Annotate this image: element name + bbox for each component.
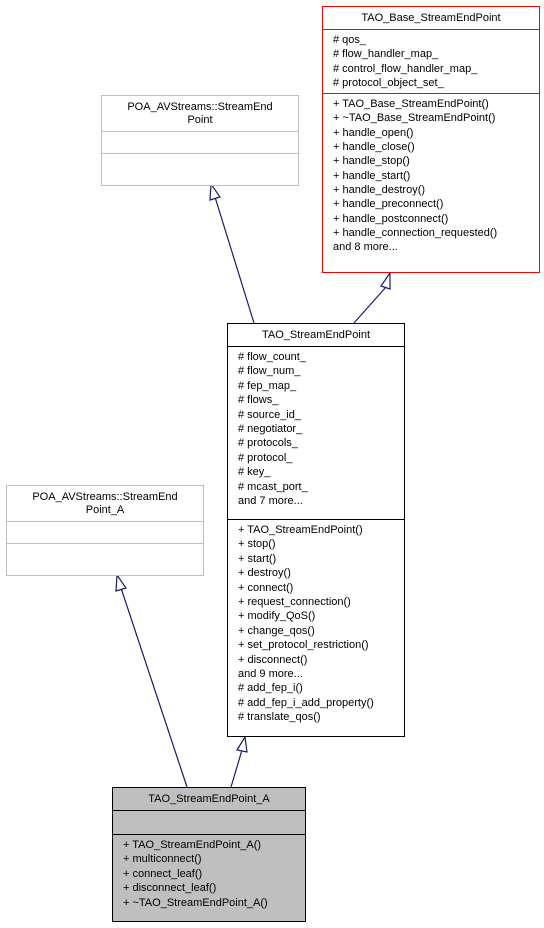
method: + handle_stop() [333, 155, 410, 168]
method: # add_fep_i_add_property() [238, 696, 374, 709]
attributes-section [113, 810, 305, 834]
method: + stop() [238, 538, 276, 551]
attributes-section [7, 521, 203, 543]
class-title: POA_AVStreams::StreamEnd Point_A [32, 491, 178, 516]
attribute: # protocol_ [238, 451, 293, 464]
method: + start() [238, 552, 277, 565]
methods-section [102, 153, 298, 175]
arrowhead-tao-base [380, 271, 391, 290]
method: + modify_QoS() [238, 610, 316, 623]
class-title: TAO_StreamEndPoint [261, 329, 370, 341]
class-node-poa-streamendpoint-a[interactable]: POA_AVStreams::StreamEnd Point_A [6, 485, 204, 576]
attribute: # flows_ [238, 394, 279, 407]
method: + handle_destroy() [333, 183, 426, 196]
method: + connect() [238, 581, 294, 594]
attribute: # key_ [238, 466, 271, 479]
more-methods-note: and 8 more... [333, 241, 398, 254]
attribute: # flow_num_ [238, 365, 301, 378]
methods-section: + TAO_StreamEndPoint() + stop() + start(… [228, 519, 404, 728]
attribute: # mcast_port_ [238, 480, 308, 493]
methods-section [7, 543, 203, 565]
attributes-section: # qos_ # flow_handler_map_ # control_flo… [323, 29, 539, 93]
arrowhead-poa-se [209, 182, 221, 201]
method: + set_protocol_restriction() [238, 639, 369, 652]
class-title: TAO_Base_StreamEndPoint [361, 12, 501, 24]
method: + ~TAO_StreamEndPoint_A() [123, 896, 268, 909]
methods-section: + TAO_StreamEndPoint_A() + multiconnect(… [113, 834, 305, 913]
class-title: POA_AVStreams::StreamEnd Point [127, 101, 273, 126]
method: + handle_start() [333, 169, 411, 182]
class-node-tao-streamendpoint-a[interactable]: TAO_StreamEndPoint_A + TAO_StreamEndPoin… [112, 787, 306, 922]
arrowhead-tao-se [236, 735, 248, 753]
attribute: # qos_ [333, 34, 367, 46]
class-node-tao-streamendpoint[interactable]: TAO_StreamEndPoint # flow_count_ # flow_… [227, 323, 405, 737]
method: + handle_open() [333, 126, 414, 139]
class-node-tao-base-streamendpoint[interactable]: TAO_Base_StreamEndPoint # qos_ # flow_ha… [322, 6, 540, 273]
edge-tao-se-to-poa-se [214, 196, 255, 324]
method: + connect_leaf() [123, 867, 203, 880]
method: # translate_qos() [238, 711, 321, 724]
attribute: # fep_map_ [238, 379, 297, 392]
attributes-section [102, 131, 298, 153]
attribute: # protocols_ [238, 437, 298, 450]
more-methods-note: and 9 more... [238, 668, 303, 681]
class-node-poa-streamendpoint[interactable]: POA_AVStreams::StreamEnd Point [101, 95, 299, 186]
class-title: TAO_StreamEndPoint_A [148, 793, 270, 805]
attribute: # protocol_object_set_ [333, 76, 444, 89]
attributes-section: # flow_count_ # flow_num_ # fep_map_ # f… [228, 346, 404, 519]
method: + TAO_StreamEndPoint() [238, 524, 363, 536]
method: + destroy() [238, 567, 291, 580]
edge-tao-se-to-tao-base [353, 286, 387, 324]
method: + disconnect() [238, 653, 308, 666]
attribute: # negotiator_ [238, 423, 303, 436]
method: + ~TAO_Base_StreamEndPoint() [333, 112, 496, 125]
arrowhead-poa-se-a [115, 573, 127, 592]
methods-section: + TAO_Base_StreamEndPoint() + ~TAO_Base_… [323, 93, 539, 257]
method: + handle_preconnect() [333, 198, 444, 211]
edge-tao-se-a-to-tao-se [230, 749, 243, 788]
method: + TAO_StreamEndPoint_A() [123, 839, 262, 851]
edge-tao-se-a-to-poa-se-a [120, 587, 188, 788]
method: + change_qos() [238, 624, 315, 637]
method: + handle_close() [333, 141, 415, 154]
method: + multiconnect() [123, 853, 202, 866]
method: + disconnect_leaf() [123, 882, 217, 895]
attribute: # source_id_ [238, 408, 301, 421]
attribute: # flow_handler_map_ [333, 48, 439, 61]
attribute: # control_flow_handler_map_ [333, 62, 478, 75]
method: + handle_postconnect() [333, 212, 449, 225]
method: # add_fep_i() [238, 682, 303, 695]
attribute: # flow_count_ [238, 351, 306, 363]
method: + handle_connection_requested() [333, 226, 498, 239]
method: + request_connection() [238, 596, 351, 609]
method: + TAO_Base_StreamEndPoint() [333, 98, 489, 111]
more-attributes-note: and 7 more... [238, 495, 303, 508]
